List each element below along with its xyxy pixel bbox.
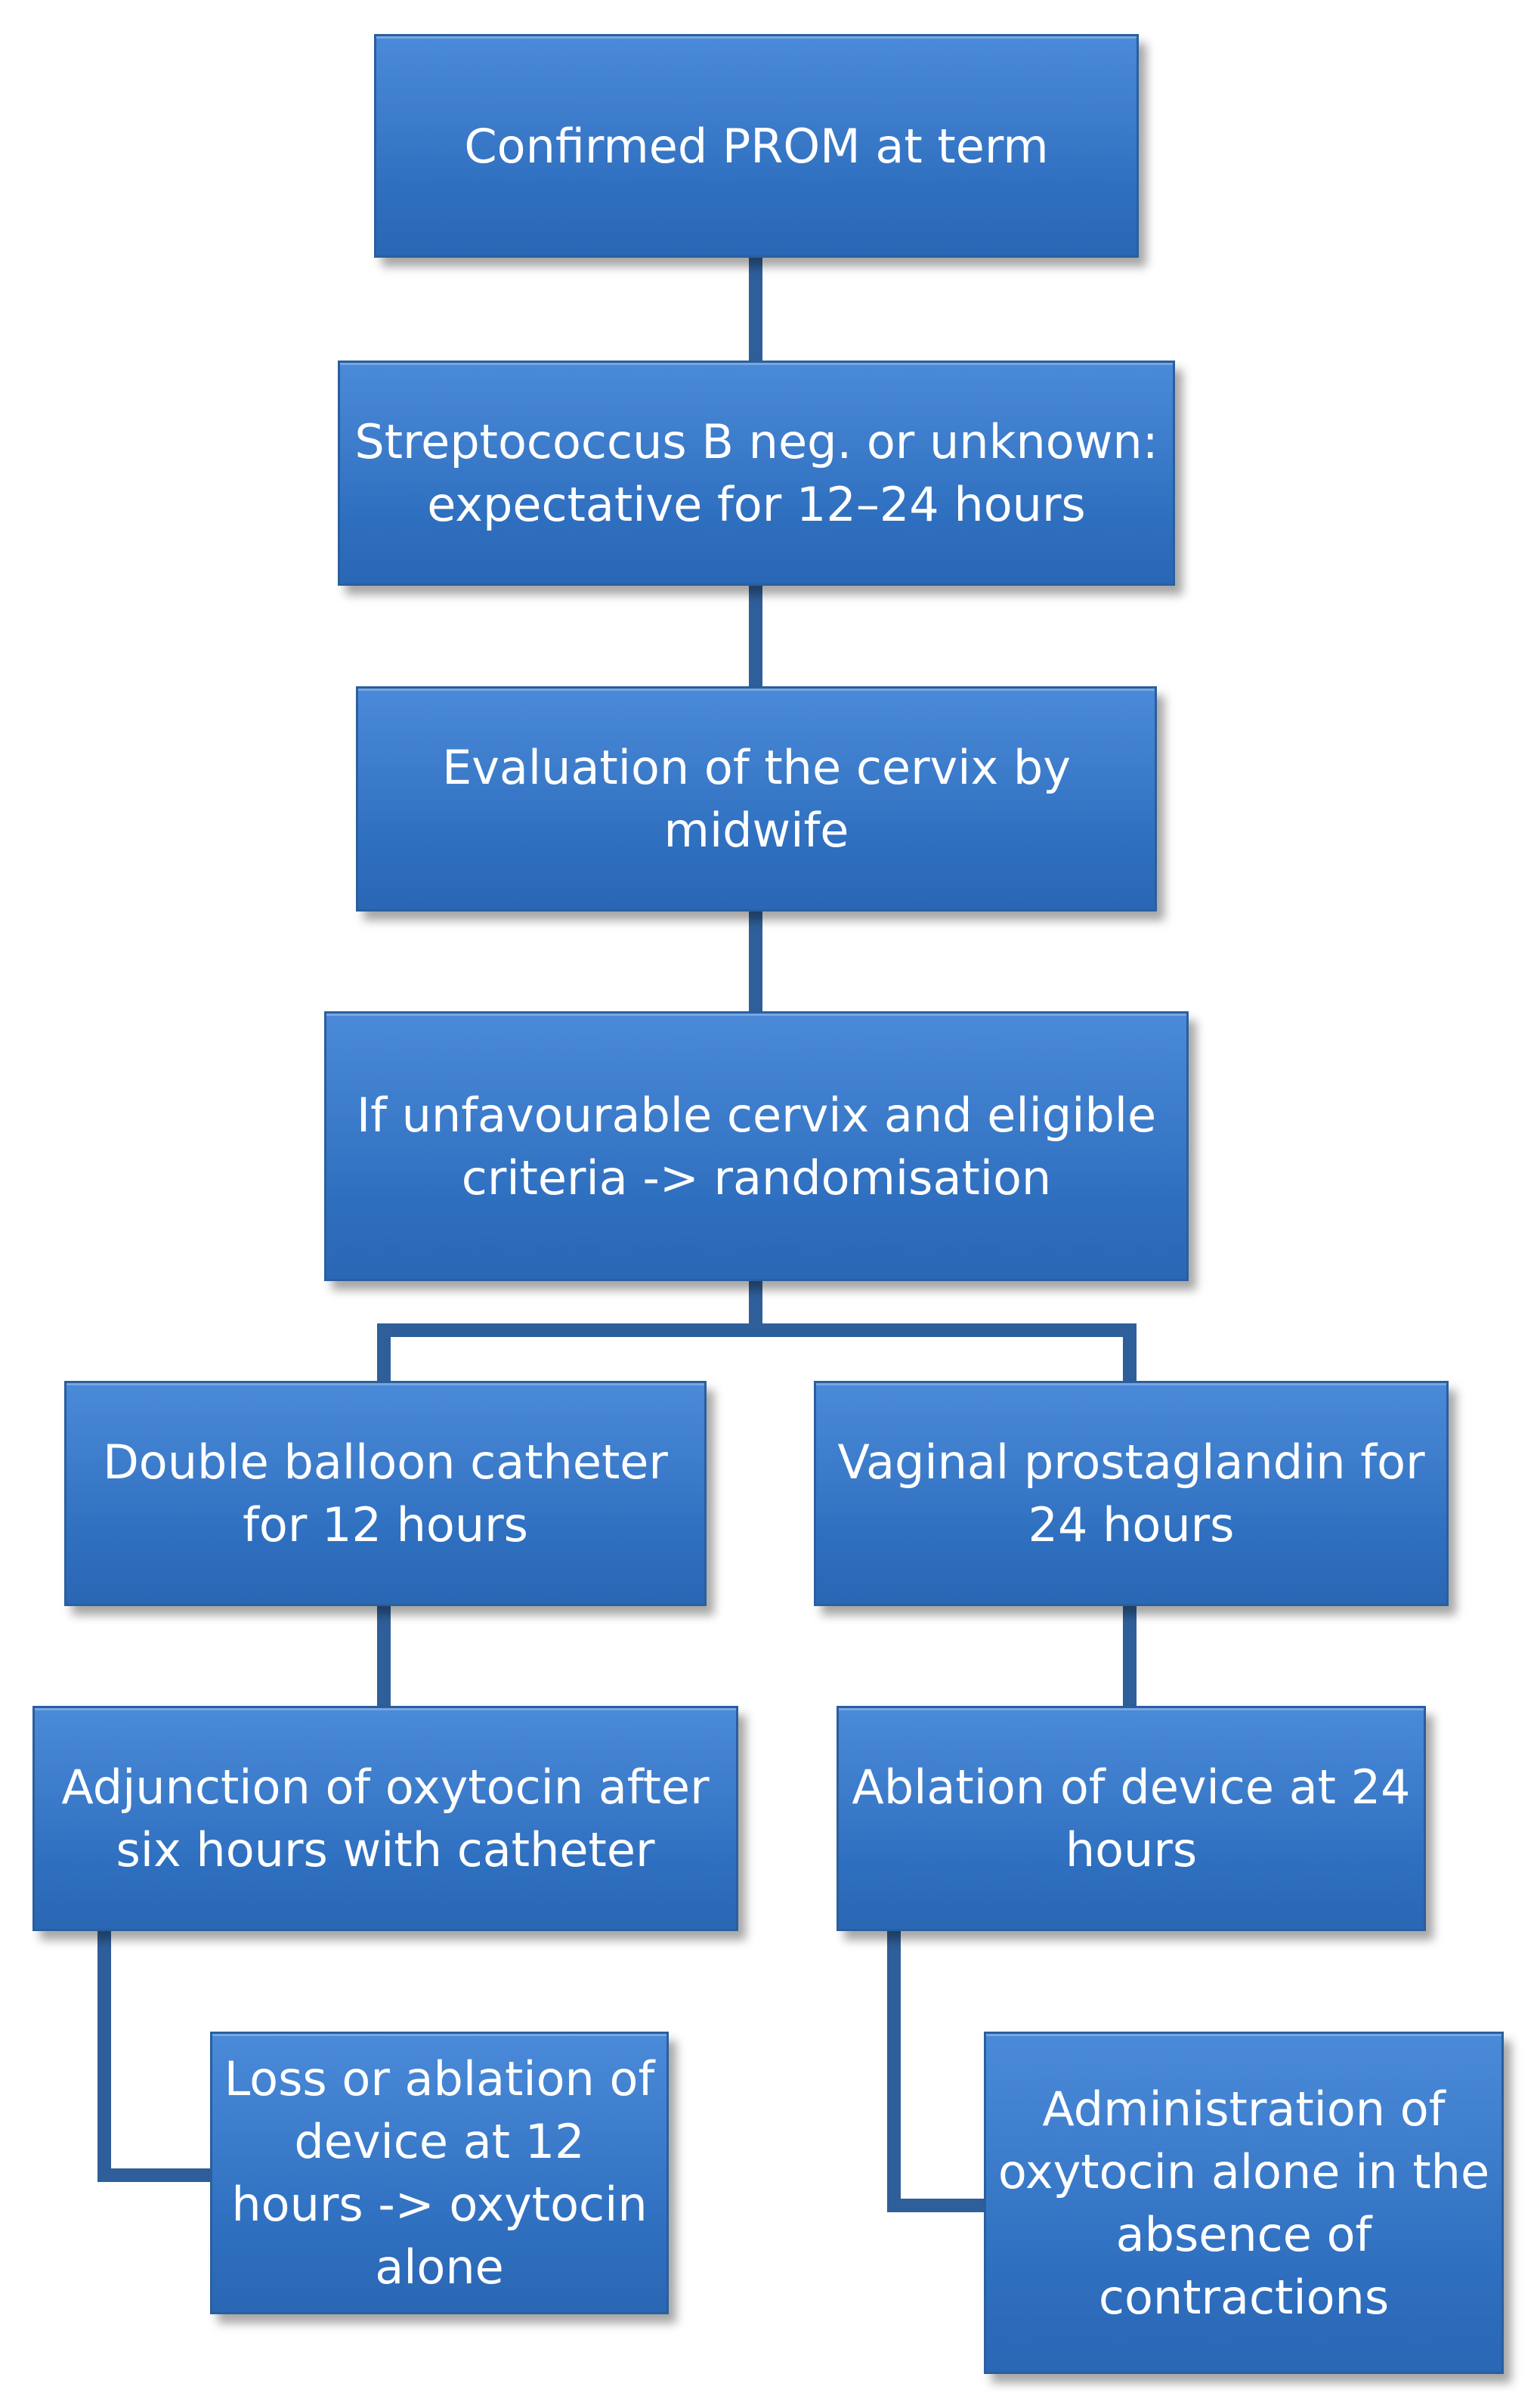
connector-adjunction-to-loss <box>97 1931 212 2182</box>
node-loss-ablation-12h: Loss or ablation of device at 12 hours -… <box>210 2032 669 2314</box>
node-ablation-device-24h: Ablation of device at 24 hours <box>837 1706 1426 1931</box>
connector-ablation-to-administration <box>887 1931 986 2212</box>
node-randomisation: If unfavourable cervix and eligible crit… <box>324 1011 1189 1281</box>
node-evaluation-cervix-label: Evaluation of the cervix by midwife <box>442 740 1071 858</box>
node-double-balloon-catheter-label: Double balloon catheter for 12 hours <box>103 1435 668 1552</box>
node-vaginal-prostaglandin: Vaginal prostaglandin for 24 hours <box>814 1381 1449 1606</box>
node-streptococcus: Streptococcus B neg. or unknown: expecta… <box>338 361 1175 586</box>
node-confirmed-prom: Confirmed PROM at term <box>374 34 1139 258</box>
node-administration-oxytocin: Administration of oxytocin alone in the … <box>984 2032 1504 2374</box>
node-streptococcus-label: Streptococcus B neg. or unknown: expecta… <box>354 414 1158 532</box>
node-adjunction-oxytocin-label: Adjunction of oxytocin after six hours w… <box>61 1760 710 1877</box>
connector-randomisation-split <box>377 1323 1137 1383</box>
node-ablation-device-24h-label: Ablation of device at 24 hours <box>852 1760 1411 1877</box>
node-confirmed-prom-label: Confirmed PROM at term <box>464 118 1049 174</box>
node-loss-ablation-12h-label: Loss or ablation of device at 12 hours -… <box>224 2051 655 2295</box>
node-evaluation-cervix: Evaluation of the cervix by midwife <box>356 686 1157 912</box>
node-randomisation-label: If unfavourable cervix and eligible crit… <box>356 1087 1157 1206</box>
node-double-balloon-catheter: Double balloon catheter for 12 hours <box>64 1381 707 1606</box>
node-vaginal-prostaglandin-label: Vaginal prostaglandin for 24 hours <box>837 1435 1425 1552</box>
node-administration-oxytocin-label: Administration of oxytocin alone in the … <box>997 2081 1490 2325</box>
node-adjunction-oxytocin: Adjunction of oxytocin after six hours w… <box>32 1706 738 1931</box>
